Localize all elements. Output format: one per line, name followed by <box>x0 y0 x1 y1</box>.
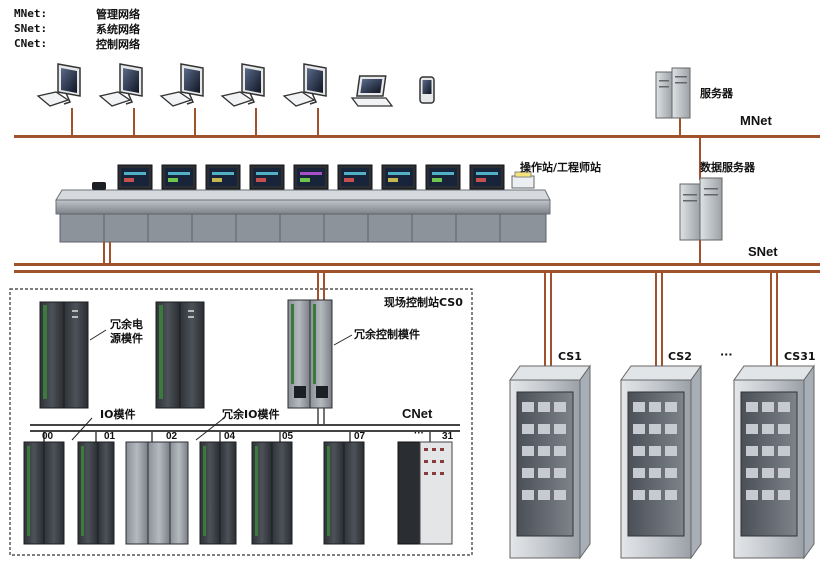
console-monitor <box>469 164 505 190</box>
control-module <box>287 299 333 409</box>
io-module-label: IO模件 <box>100 408 136 421</box>
legend-row-snet: SNet: 系统网络 <box>14 21 140 36</box>
callout-line <box>89 329 107 341</box>
legend-value: 系统网络 <box>96 22 140 36</box>
cnet-bus <box>30 408 460 442</box>
legend-row-mnet: MNet: 管理网络 <box>14 6 140 21</box>
snet-label: SNet <box>748 244 778 259</box>
controller-links <box>317 273 325 300</box>
io-module <box>125 441 189 545</box>
operator-station-label: 操作站/工程师站 <box>520 161 602 174</box>
io-modules <box>23 441 453 545</box>
io-slot-00: 00 <box>42 431 54 442</box>
printer-icon <box>511 171 535 189</box>
redundant-io-label: 冗余IO模件 <box>222 408 280 421</box>
operator-console <box>55 164 551 243</box>
io-slot-05: 05 <box>282 431 294 442</box>
io-slot-04: 04 <box>224 431 236 442</box>
callout-line <box>71 417 93 441</box>
io-module <box>199 441 237 545</box>
io-slot-02: 02 <box>166 431 178 442</box>
redundant-power-label: 冗余电源模件 <box>110 318 143 345</box>
console-links <box>103 242 111 265</box>
management-server <box>655 67 691 119</box>
mnet-label: MNet <box>740 113 772 128</box>
legend-value: 控制网络 <box>96 37 140 51</box>
management-workstations <box>36 63 435 107</box>
console-monitor <box>381 164 417 190</box>
cabinet <box>509 364 591 560</box>
io-module <box>397 441 453 545</box>
io-module <box>323 441 365 545</box>
console-monitors <box>117 164 505 190</box>
console-monitor <box>117 164 153 190</box>
console-monitor <box>161 164 197 190</box>
io-slot-31: 31 <box>442 431 454 442</box>
workstation <box>282 63 327 107</box>
io-slot-01: 01 <box>104 431 116 442</box>
field-station-label: 现场控制站CS0 <box>384 296 463 309</box>
cabinet-label-cs1: CS1 <box>558 350 582 363</box>
pda-icon <box>419 76 435 104</box>
mnet-line <box>14 135 820 138</box>
laptop-icon <box>350 75 394 107</box>
link-line <box>655 273 663 372</box>
mnet-bus <box>14 135 820 138</box>
legend-row-cnet: CNet: 控制网络 <box>14 36 140 51</box>
snet-line-b <box>14 270 820 273</box>
io-ellipsis: ··· <box>414 428 424 439</box>
io-module <box>23 441 65 545</box>
console-monitor <box>337 164 373 190</box>
legend-key: CNet: <box>14 37 48 50</box>
data-server <box>679 177 723 241</box>
workstation-drops <box>71 108 681 135</box>
snet-bus <box>14 263 820 273</box>
io-module <box>77 441 115 545</box>
snet-line-a <box>14 263 820 266</box>
io-slot-07: 07 <box>354 431 366 442</box>
console-monitor <box>205 164 241 190</box>
legend-key: MNet: <box>14 7 48 20</box>
workstation <box>159 63 204 107</box>
redundant-control-label: 冗余控制模件 <box>354 328 420 341</box>
network-legend: MNet: 管理网络 SNet: 系统网络 CNet: 控制网络 <box>14 6 140 51</box>
cabinet <box>733 364 815 560</box>
field-station-frame <box>9 288 473 556</box>
workstation <box>36 63 81 107</box>
cabinet-label-cs2: CS2 <box>668 350 692 363</box>
cabinet-links <box>544 273 778 372</box>
io-module <box>251 441 293 545</box>
workstation <box>98 63 143 107</box>
console-monitor <box>425 164 461 190</box>
console-monitor <box>249 164 285 190</box>
cabinet <box>620 364 702 560</box>
console-monitor <box>293 164 329 190</box>
legend-value: 管理网络 <box>96 7 140 21</box>
server-label: 服务器 <box>700 87 733 100</box>
legend-key: SNet: <box>14 22 48 35</box>
cabinet-label-cs31: CS31 <box>784 350 816 363</box>
cabinet-ellipsis: ··· <box>720 348 733 361</box>
power-module <box>39 301 89 409</box>
cnet-label: CNet <box>402 406 433 421</box>
workstation <box>220 63 265 107</box>
callout-line <box>195 417 225 441</box>
link-line <box>544 273 552 372</box>
callout-line <box>333 334 353 346</box>
data-server-label: 数据服务器 <box>700 161 755 174</box>
phone-icon <box>92 182 106 190</box>
link-line <box>770 273 778 372</box>
power-module <box>155 301 205 409</box>
